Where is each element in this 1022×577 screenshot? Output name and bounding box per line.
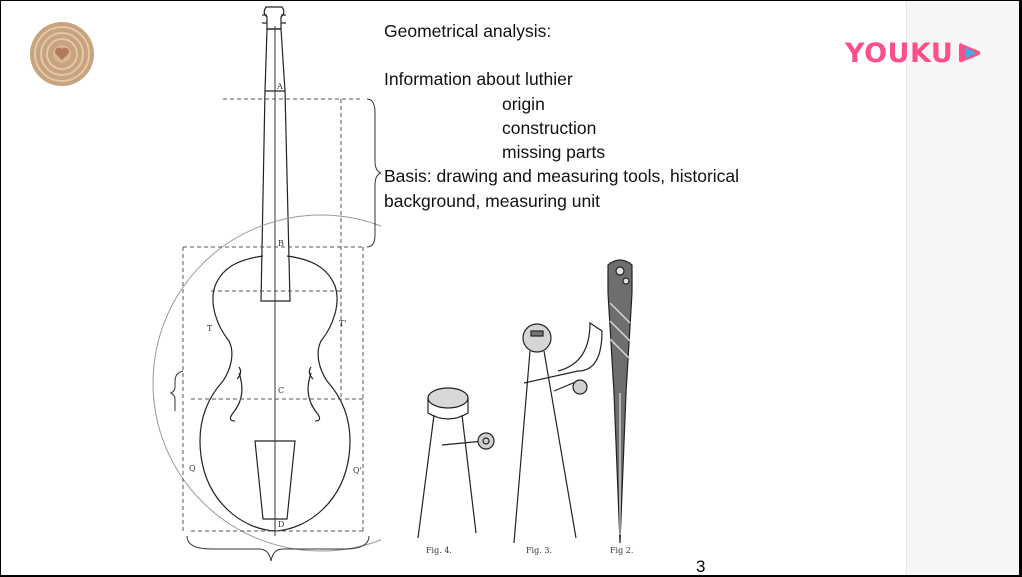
fig2-label: Fig 2. (610, 546, 633, 555)
violin-geometry-drawing: A B C D T T' Q Q' (152, 6, 381, 562)
youku-logo: YOUKU (845, 37, 983, 69)
violin-label-q: Q (189, 464, 196, 473)
violin-label-t: T (207, 324, 213, 333)
proportional-divider-fig2 (607, 259, 633, 544)
basis-line-1: Basis: drawing and measuring tools, hist… (384, 166, 740, 187)
fig4-label: Fig. 4. (426, 546, 452, 555)
basis-line-2: background, measuring unit (384, 190, 600, 211)
divider-fig4 (417, 387, 495, 539)
measuring-tools-figure: Fig. 4. Fig. 3. Fig 2. (417, 259, 633, 555)
page-number: 3 (696, 557, 706, 575)
slide-text-block: Geometrical analysis: Information about … (384, 19, 739, 213)
info-line: Information about luthier (384, 69, 573, 90)
right-side-strip (906, 1, 1019, 575)
info-item-origin: origin (502, 93, 545, 114)
violin-label-d: D (278, 520, 284, 529)
violin-label-a: A (276, 82, 283, 91)
violin-label-b: B (278, 239, 284, 248)
youku-brand-text: YOUKU (845, 37, 954, 69)
compass-fig3 (513, 321, 603, 544)
avatar-icon[interactable] (29, 21, 95, 87)
violin-label-t-prime: T' (339, 319, 347, 328)
violin-label-q-prime: Q' (353, 466, 362, 475)
youku-play-icon (959, 43, 981, 63)
slide-heading: Geometrical analysis: (384, 21, 552, 41)
info-item-missing-parts: missing parts (502, 142, 606, 163)
violin-label-c: C (278, 386, 284, 395)
info-item-construction: construction (502, 117, 597, 138)
fig3-label: Fig. 3. (526, 546, 552, 555)
